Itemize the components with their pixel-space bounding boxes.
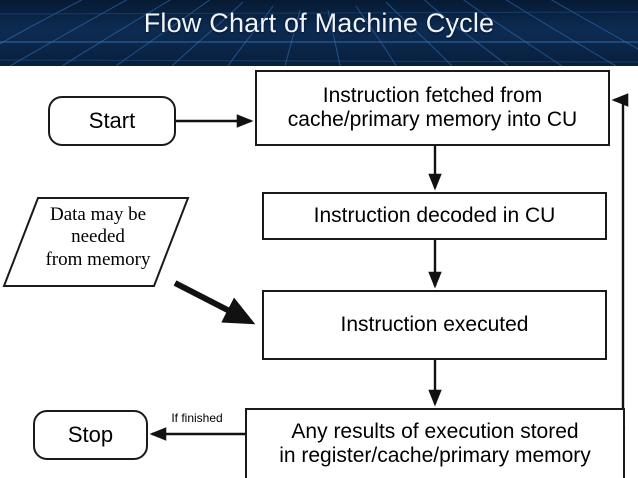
page-title: Flow Chart of Machine Cycle: [143, 8, 495, 38]
node-instruction-fetched-label: Instruction fetched from cache/primary m…: [287, 84, 578, 131]
node-stop-label: Stop: [67, 421, 114, 447]
node-data-may-be-needed-label: Data may be needed from memory: [45, 204, 151, 270]
header-globe-pattern: [0, 0, 638, 66]
node-start[interactable]: Start: [48, 96, 176, 146]
node-results-stored-label: Any results of execution stored in regis…: [279, 420, 591, 467]
node-results-stored[interactable]: Any results of execution stored in regis…: [245, 408, 625, 478]
node-stop[interactable]: Stop: [33, 410, 148, 460]
edge-label-if-finished: If finished: [171, 411, 223, 425]
node-instruction-executed[interactable]: Instruction executed: [262, 290, 607, 360]
parallelogram-shape: [2, 197, 190, 287]
slide-header: Flow Chart of Machine Cycle: [0, 0, 638, 66]
node-instruction-executed-label: Instruction executed: [340, 313, 529, 337]
node-instruction-decoded[interactable]: Instruction decoded in CU: [262, 192, 607, 240]
node-instruction-decoded-label: Instruction decoded in CU: [313, 204, 556, 228]
edge-data-to-execute: [173, 280, 256, 325]
node-data-may-be-needed[interactable]: Data may be needed from memory: [2, 196, 190, 288]
node-start-label: Start: [88, 107, 136, 133]
node-instruction-fetched[interactable]: Instruction fetched from cache/primary m…: [255, 70, 610, 146]
edge-store-to-fetch-loop: [580, 93, 629, 435]
